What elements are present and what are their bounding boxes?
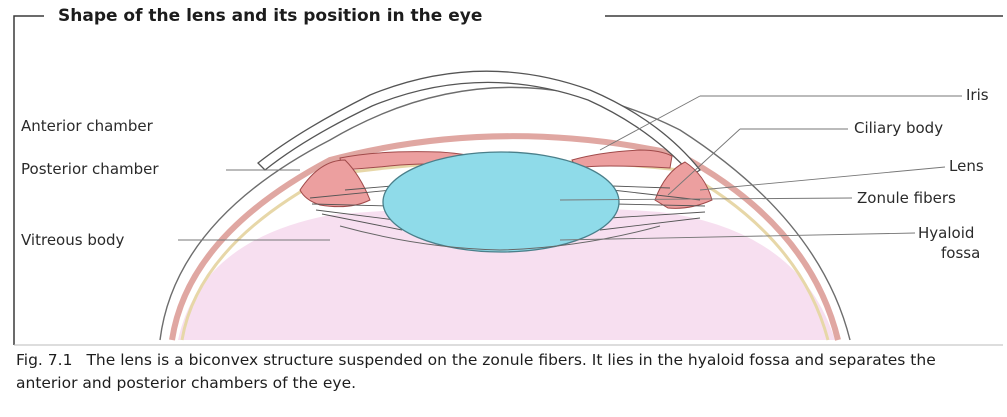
lens-shape <box>383 152 619 252</box>
label-zonule-fibers: Zonule fibers <box>857 189 956 207</box>
label-ciliary-body: Ciliary body <box>854 119 943 137</box>
label-hyaloid-fossa-line1: Hyaloid <box>918 224 974 242</box>
label-vitreous-body: Vitreous body <box>21 231 124 249</box>
iris-right-shape <box>572 150 672 168</box>
figure-title: Shape of the lens and its position in th… <box>50 6 490 26</box>
label-hyaloid-fossa-line2: fossa <box>941 244 980 262</box>
label-anterior-chamber: Anterior chamber <box>21 117 153 135</box>
label-posterior-chamber: Posterior chamber <box>21 160 159 178</box>
label-iris: Iris <box>966 86 989 104</box>
caption-text: The lens is a biconvex structure suspend… <box>16 351 936 392</box>
frame-left-border <box>14 16 44 345</box>
caption-figure-number: Fig. 7.1 <box>16 351 72 369</box>
label-lens: Lens <box>949 157 984 175</box>
